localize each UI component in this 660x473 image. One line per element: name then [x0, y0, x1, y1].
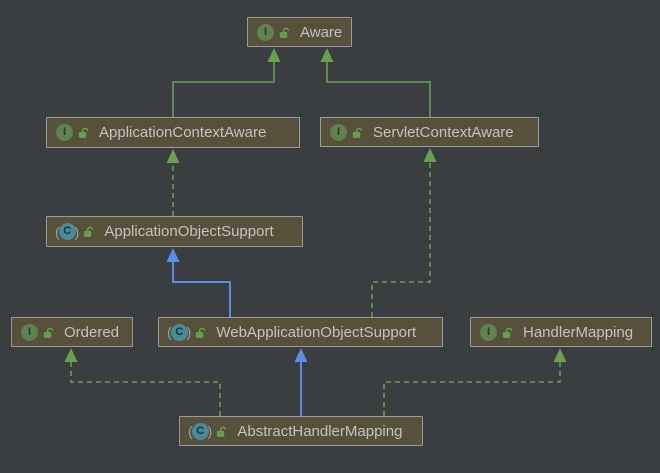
edge-webapplicationobjectsupport-to-applicationobjectsupport [166, 248, 231, 317]
edge-applicationcontextaware-to-aware [172, 48, 281, 117]
arrowhead [320, 48, 334, 62]
class-node-web-application-object-support[interactable]: (C) WebApplicationObjectSupport [158, 317, 443, 347]
public-lock-icon [83, 225, 95, 238]
arrowhead [423, 148, 437, 162]
arrowhead [553, 348, 567, 362]
arrowhead [64, 348, 78, 362]
interface-icon: I [257, 23, 274, 41]
class-node-abstract-handler-mapping[interactable]: (C) AbstractHandlerMapping [179, 416, 423, 446]
arrowhead [267, 48, 281, 62]
abstract-right-paren: ) [207, 423, 213, 439]
arrowhead [166, 149, 180, 163]
public-lock-icon [78, 126, 90, 139]
public-lock-icon [279, 26, 291, 39]
public-lock-icon [352, 126, 364, 139]
node-label: HandlerMapping [523, 323, 634, 341]
node-label: ApplicationContextAware [99, 124, 267, 141]
arrowhead [294, 348, 308, 362]
abstract-right-paren: ) [74, 223, 80, 240]
edge-abstracthandlermapping-to-handlermapping [383, 348, 567, 416]
node-label: WebApplicationObjectSupport [216, 323, 417, 341]
interface-icon: I [330, 123, 347, 141]
interface-icon: I [56, 124, 73, 141]
class-node-application-context-aware[interactable]: I ApplicationContextAware [46, 117, 300, 148]
class-icon: C [170, 323, 188, 341]
node-label: ApplicationObjectSupport [104, 223, 274, 240]
abstract-class-icon: (C) [188, 422, 213, 440]
edge-abstracthandlermapping-to-ordered [64, 348, 221, 416]
edge-webapplicationobjectsupport-to-servletcontextaware [371, 148, 437, 317]
abstract-class-icon: (C) [55, 223, 80, 240]
class-node-servlet-context-aware[interactable]: I ServletContextAware [320, 117, 539, 147]
class-icon: C [191, 422, 209, 440]
edge-applicationobjectsupport-to-applicationcontextaware [166, 149, 180, 216]
abstract-left-paren: ( [188, 423, 193, 439]
interface-icon: I [480, 323, 497, 341]
class-node-application-object-support[interactable]: (C) ApplicationObjectSupport [46, 216, 303, 247]
interface-icon: I [21, 323, 38, 341]
node-label: AbstractHandlerMapping [237, 422, 403, 440]
abstract-left-paren: ( [55, 223, 60, 240]
class-node-aware[interactable]: I Aware [247, 17, 352, 47]
class-icon: C [58, 223, 76, 240]
edge-abstracthandlermapping-to-webapplicationobjectsupport [294, 348, 308, 416]
arrowhead [166, 248, 180, 262]
public-lock-icon [43, 326, 55, 339]
node-label: Ordered [64, 323, 120, 341]
abstract-class-icon: (C) [167, 323, 192, 341]
public-lock-icon [502, 326, 514, 339]
class-node-handler-mapping[interactable]: I HandlerMapping [470, 317, 652, 347]
class-node-ordered[interactable]: I Ordered [11, 317, 133, 347]
public-lock-icon [195, 326, 207, 339]
abstract-left-paren: ( [167, 324, 172, 340]
edge-servletcontextaware-to-aware [320, 48, 431, 117]
public-lock-icon [216, 425, 228, 438]
node-label: ServletContextAware [373, 123, 514, 141]
node-label: Aware [300, 23, 343, 41]
abstract-right-paren: ) [186, 324, 192, 340]
